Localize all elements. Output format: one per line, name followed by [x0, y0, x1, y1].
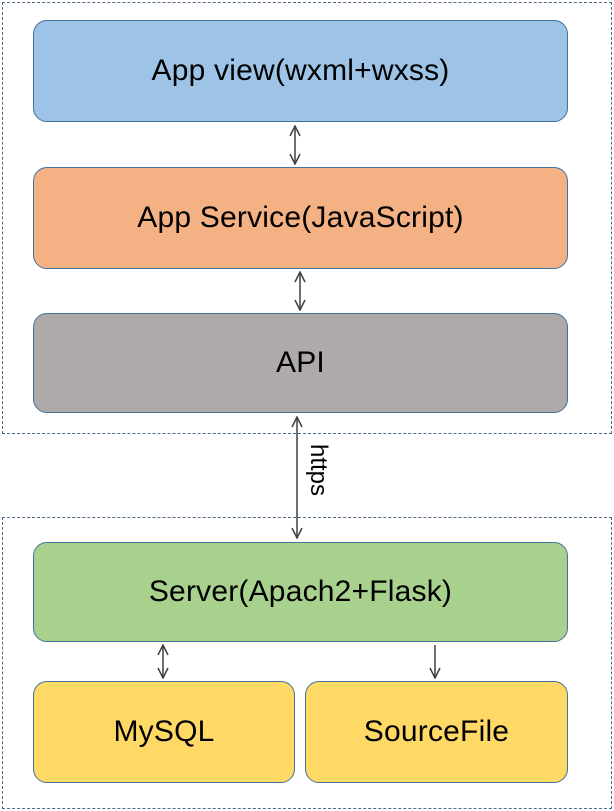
app-service-label: App Service(JavaScript) — [137, 201, 464, 234]
server-label: Server(Apach2+Flask) — [148, 575, 453, 608]
api-box: API — [33, 313, 568, 413]
server-box: Server(Apach2+Flask) — [33, 542, 568, 642]
app-service-box: App Service(JavaScript) — [33, 167, 568, 269]
mysql-label: MySQL — [113, 715, 215, 748]
client-layer-frame — [2, 2, 612, 434]
sourcefile-box: SourceFile — [305, 681, 568, 783]
app-view-box: App view(wxml+wxss) — [33, 20, 568, 122]
server-layer-frame — [2, 517, 612, 809]
https-connector-label: https — [305, 443, 332, 497]
api-label: API — [276, 346, 325, 379]
mysql-box: MySQL — [33, 681, 295, 783]
sourcefile-label: SourceFile — [363, 715, 510, 748]
app-view-label: App view(wxml+wxss) — [151, 54, 450, 87]
